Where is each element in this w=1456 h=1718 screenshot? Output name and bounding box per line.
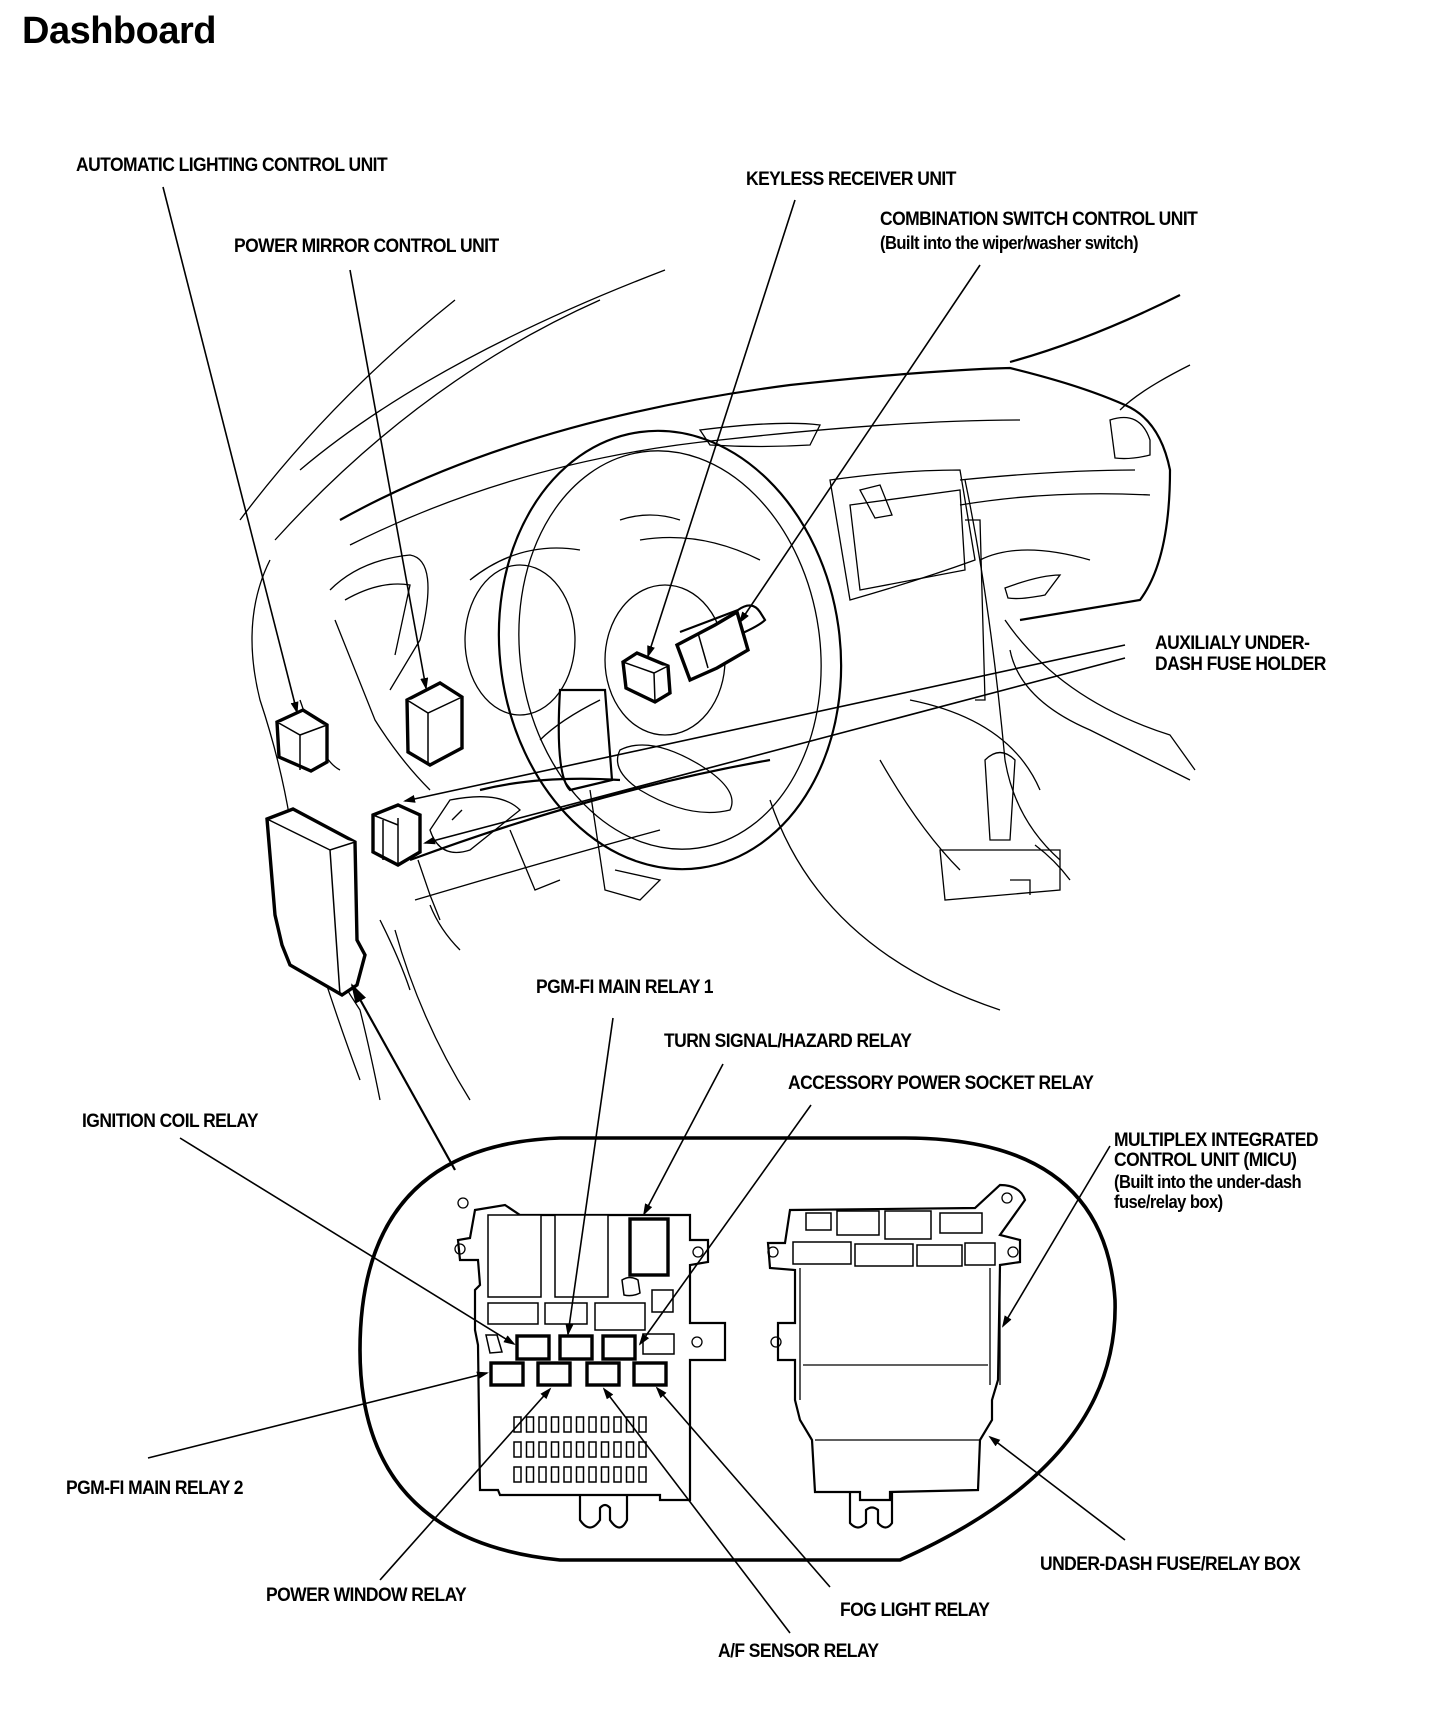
fuse-slot: [550, 1416, 560, 1433]
fuse-slot: [513, 1466, 522, 1483]
keyless-receiver-unit: [621, 651, 672, 704]
fuse-slot: [525, 1416, 535, 1433]
fuse-slot: [638, 1441, 647, 1458]
label-combination-switch-note: (Built into the wiper/washer switch): [880, 233, 1139, 253]
under-dash-fuse-relay-box-location: [265, 807, 367, 997]
auxiliary-under-dash-fuse-holder: [371, 803, 422, 867]
af-sensor-relay-slot: [585, 1361, 621, 1387]
micu-unit: [766, 1183, 1027, 1529]
label-micu-line2: CONTROL UNIT (MICU): [1114, 1150, 1297, 1171]
fuse-slot: [638, 1466, 647, 1483]
label-combination-switch-control-unit: COMBINATION SWITCH CONTROL UNIT: [880, 209, 1198, 230]
automatic-lighting-control-unit: [275, 708, 329, 773]
fuse-slot: [625, 1416, 635, 1433]
pgm-fi-main-relay-2-slot: [489, 1361, 525, 1387]
power-mirror-control-unit: [405, 681, 464, 767]
dashboard-outline: [239, 269, 1196, 1101]
pgm-fi-main-relay-1-slot: [558, 1334, 594, 1361]
under-dash-fuse-relay-box-front: [454, 1197, 727, 1529]
label-micu-line3: (Built into the under-dash: [1114, 1172, 1302, 1192]
fuse-grid: [513, 1416, 647, 1483]
fuse-slot: [538, 1466, 547, 1483]
fuse-slot: [600, 1416, 610, 1433]
fuse-slot: [525, 1466, 535, 1483]
label-ignition-coil-relay: IGNITION COIL RELAY: [82, 1111, 259, 1132]
label-power-mirror-control-unit: POWER MIRROR CONTROL UNIT: [234, 236, 499, 257]
combination-switch-control-unit: [674, 604, 767, 683]
fuse-slot: [600, 1466, 610, 1483]
fuse-slot: [613, 1441, 622, 1458]
fuse-slot: [588, 1416, 597, 1433]
fuse-slot: [563, 1441, 572, 1458]
fuse-slot: [625, 1466, 635, 1483]
leader-lines-upper: [162, 186, 1126, 1171]
label-af-sensor-relay: A/F SENSOR RELAY: [718, 1641, 879, 1662]
label-turn-signal-hazard-relay: TURN SIGNAL/HAZARD RELAY: [664, 1031, 912, 1052]
label-pgm-fi-main-relay-1: PGM-FI MAIN RELAY 1: [536, 977, 714, 998]
label-pgm-fi-main-relay-2: PGM-FI MAIN RELAY 2: [66, 1478, 244, 1499]
label-aux-fuse-holder-line1: AUXILIALY UNDER-: [1155, 633, 1310, 654]
detail-oval: [358, 1136, 1117, 1562]
ignition-coil-relay-slot: [515, 1334, 551, 1361]
fuse-slot: [513, 1441, 522, 1458]
fuse-slot: [550, 1466, 560, 1483]
label-power-window-relay: POWER WINDOW RELAY: [266, 1585, 467, 1606]
fuse-slot: [525, 1441, 535, 1458]
label-automatic-lighting-control-unit: AUTOMATIC LIGHTING CONTROL UNIT: [76, 155, 388, 176]
label-under-dash-fuse-relay-box: UNDER-DASH FUSE/RELAY BOX: [1040, 1554, 1301, 1575]
label-micu-line4: fuse/relay box): [1114, 1192, 1223, 1212]
leader-lines-lower: [147, 1017, 1126, 1634]
fuse-slot: [588, 1466, 597, 1483]
fuse-slot: [575, 1416, 585, 1433]
label-fog-light-relay: FOG LIGHT RELAY: [840, 1600, 990, 1621]
fog-light-relay-slot: [632, 1361, 668, 1387]
fuse-slot: [588, 1441, 597, 1458]
fuse-slot: [625, 1441, 635, 1458]
power-window-relay-slot: [536, 1361, 572, 1387]
fuse-slot: [538, 1441, 547, 1458]
fuse-slot: [550, 1441, 560, 1458]
fuse-slot: [575, 1466, 585, 1483]
fuse-slot: [613, 1416, 622, 1433]
label-accessory-power-socket-relay: ACCESSORY POWER SOCKET RELAY: [788, 1073, 1094, 1094]
label-aux-fuse-holder-line2: DASH FUSE HOLDER: [1155, 654, 1326, 675]
fuse-slot: [575, 1441, 585, 1458]
fuse-slot: [538, 1416, 547, 1433]
fuse-slot: [563, 1416, 572, 1433]
fuse-slot: [600, 1441, 610, 1458]
page-title: Dashboard: [22, 10, 216, 52]
label-micu-line1: MULTIPLEX INTEGRATED: [1114, 1130, 1318, 1151]
label-keyless-receiver-unit: KEYLESS RECEIVER UNIT: [746, 169, 956, 190]
accessory-power-socket-relay-slot: [601, 1334, 637, 1361]
fuse-slot: [563, 1466, 572, 1483]
fuse-slot: [638, 1416, 647, 1433]
fuse-slot: [613, 1466, 622, 1483]
